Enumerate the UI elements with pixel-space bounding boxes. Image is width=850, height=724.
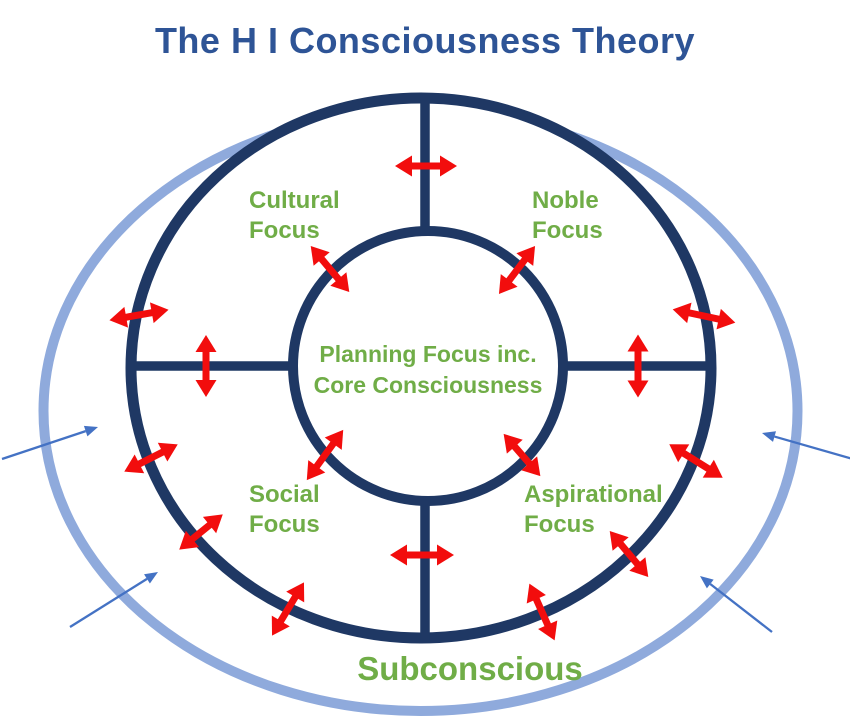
double-arrow-icon-rim-left-lower bbox=[124, 442, 178, 474]
label-cultural-focus: Cultural Focus bbox=[249, 187, 340, 244]
label-aspirational-focus: Aspirational Focus bbox=[524, 481, 663, 538]
double-arrow-icon-exchange-right bbox=[627, 334, 649, 398]
double-arrow-icon-rim-right-bottom bbox=[609, 531, 649, 577]
double-arrow-icon-exchange-bottom bbox=[390, 544, 454, 566]
double-arrow-icon-exchange-left bbox=[195, 335, 217, 397]
double-arrow-icon-rim-right-lower bbox=[669, 444, 723, 478]
double-arrow-icon-core-top-right bbox=[498, 246, 536, 294]
double-arrow-icon-rim-upper-left bbox=[109, 302, 169, 328]
inflow-right-arrow-icon bbox=[762, 431, 850, 460]
label-noble-focus: Noble Focus bbox=[532, 187, 603, 244]
core-consciousness-circle bbox=[288, 226, 568, 506]
label-social-focus: Social Focus bbox=[249, 481, 320, 538]
label-planning-core-consciousness: Planning Focus inc. Core Consciousness bbox=[313, 341, 543, 398]
double-arrow-icon-core-bottom-left bbox=[306, 429, 344, 481]
label-subconscious: Subconscious bbox=[357, 650, 583, 687]
inflow-bottom-right-arrow-icon bbox=[700, 576, 773, 633]
double-arrow-icon-core-top-left bbox=[310, 246, 350, 292]
double-arrow-icon-exchange-top bbox=[395, 155, 457, 177]
double-arrow-icon-rim-bottom-right bbox=[526, 583, 558, 641]
inflow-bottom-left-arrow-icon bbox=[69, 572, 158, 628]
page-title: The H I Consciousness Theory bbox=[154, 20, 696, 61]
double-arrow-icon-rim-left-bottom bbox=[179, 514, 223, 550]
double-arrow-icon-rim-bottom-left bbox=[271, 582, 305, 636]
double-arrow-icon-rim-upper-right bbox=[672, 302, 736, 330]
double-arrow-icon-core-bottom-right bbox=[503, 433, 541, 477]
inflow-left-arrow-icon bbox=[1, 425, 98, 461]
